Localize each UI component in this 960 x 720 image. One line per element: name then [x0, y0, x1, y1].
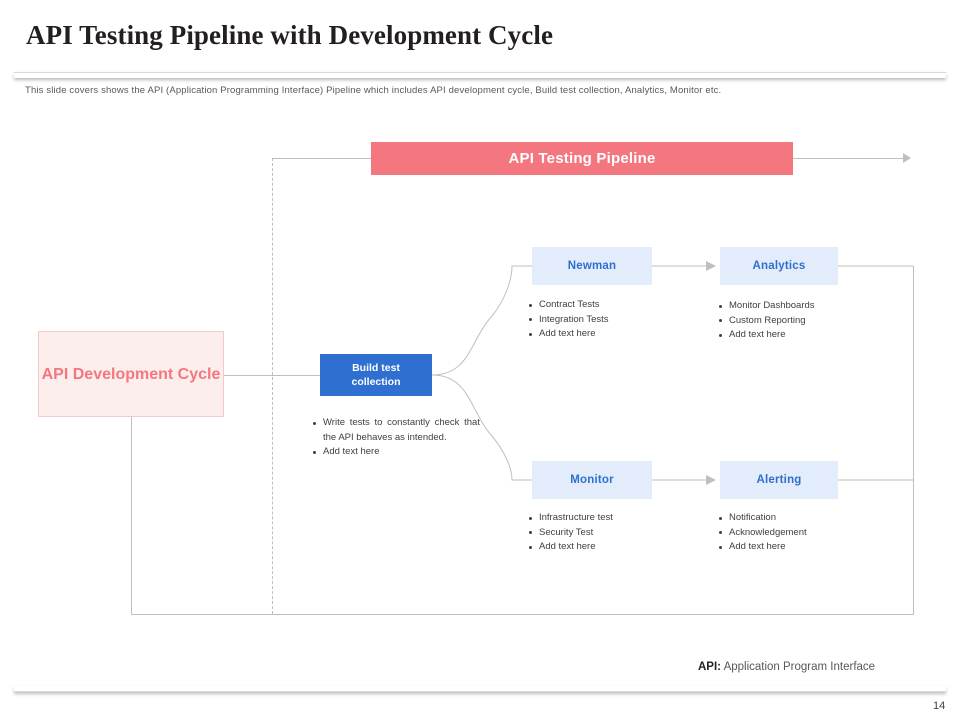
- monitor-bullet-list: Infrastructure test Security Test Add te…: [528, 511, 708, 555]
- list-item: Add text here: [528, 540, 708, 555]
- stage-analytics-label: Analytics: [752, 260, 806, 272]
- build-test-collection-label-2: collection: [351, 376, 401, 388]
- bottom-divider: [14, 686, 946, 692]
- api-development-cycle-box: API Development Cycle: [38, 331, 224, 417]
- connector-top-right: [793, 158, 905, 159]
- build-notes-list: Write tests to constantly check that the…: [310, 416, 480, 460]
- footer-abbr-term: API:: [698, 661, 721, 673]
- build-test-collection-box: Build test collection: [320, 354, 432, 396]
- arrow-top-right-icon: [903, 153, 911, 163]
- list-item: Add text here: [718, 328, 908, 343]
- alerting-bullet-list: Notification Acknowledgement Add text he…: [718, 511, 908, 555]
- stage-alerting-label: Alerting: [756, 474, 802, 486]
- list-item: Acknowledgement: [718, 526, 908, 541]
- title-bar: API Testing Pipeline with Development Cy…: [0, 0, 960, 68]
- pipeline-header-label: API Testing Pipeline: [508, 150, 656, 167]
- stage-analytics-box: Analytics: [720, 247, 838, 285]
- connector-top-left: [272, 158, 371, 159]
- stage-monitor-box: Monitor: [532, 461, 652, 499]
- footer-abbreviation: API: Application Program Interface: [698, 661, 875, 673]
- list-item: Add text here: [310, 445, 480, 460]
- stage-monitor-label: Monitor: [570, 474, 614, 486]
- list-item: Contract Tests: [528, 298, 708, 313]
- connector-right-riser: [913, 266, 914, 614]
- list-item: Integration Tests: [528, 313, 708, 328]
- slide-subtitle: This slide covers shows the API (Applica…: [25, 85, 722, 96]
- list-item: Infrastructure test: [528, 511, 708, 526]
- footer-abbr-expansion: Application Program Interface: [723, 661, 876, 673]
- connector-bottom: [131, 614, 914, 615]
- title-divider: [14, 72, 946, 78]
- api-development-cycle-label: API Development Cycle: [41, 365, 221, 383]
- pipeline-header-bar: API Testing Pipeline: [371, 142, 793, 175]
- list-item: Write tests to constantly check that the…: [310, 416, 480, 445]
- analytics-bullet-list: Monitor Dashboards Custom Reporting Add …: [718, 299, 908, 343]
- stage-alerting-box: Alerting: [720, 461, 838, 499]
- list-item: Add text here: [528, 327, 708, 342]
- connector-dashed-left: [272, 158, 273, 614]
- stage-newman-box: Newman: [532, 247, 652, 285]
- list-item: Monitor Dashboards: [718, 299, 908, 314]
- page-title: API Testing Pipeline with Development Cy…: [26, 20, 554, 50]
- stage-newman-label: Newman: [567, 260, 617, 272]
- list-item: Security Test: [528, 526, 708, 541]
- connector-devcycle-down: [131, 417, 132, 614]
- newman-bullet-list: Contract Tests Integration Tests Add tex…: [528, 298, 708, 342]
- list-item: Add text here: [718, 540, 908, 555]
- list-item: Notification: [718, 511, 908, 526]
- build-test-collection-label-1: Build test: [352, 362, 400, 374]
- page-number: 14: [933, 700, 946, 712]
- list-item: Custom Reporting: [718, 314, 908, 329]
- connector-devcycle-build: [224, 375, 320, 376]
